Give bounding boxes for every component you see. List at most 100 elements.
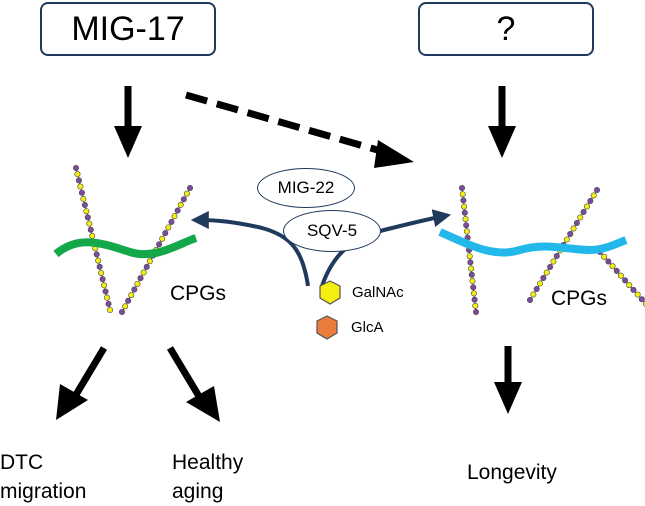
left-chain-1-bead bbox=[102, 288, 109, 295]
right-chain-1-bead bbox=[470, 284, 477, 291]
right-chain-1-bead bbox=[463, 222, 470, 229]
left-cpg-backbone bbox=[53, 234, 198, 259]
right-chain-1-bead bbox=[468, 265, 475, 272]
arrow-question-to-right-cpgs bbox=[488, 86, 516, 158]
mig22-label: MIG-22 bbox=[277, 178, 335, 197]
left-chain-1-bead bbox=[101, 282, 108, 289]
right-chain-2-bead bbox=[530, 291, 537, 298]
right-chain-2-bead bbox=[587, 198, 594, 205]
arrow-to-dtc-migration bbox=[56, 346, 108, 420]
right-chain-1-bead bbox=[471, 296, 478, 303]
right-chain-2-bead bbox=[570, 225, 577, 232]
right-chain-1-bead bbox=[469, 277, 476, 284]
right-chain-2-bead bbox=[533, 285, 540, 292]
left-chain-2-bead bbox=[146, 258, 153, 265]
left-chain-2-bead bbox=[131, 286, 138, 293]
galnac-hexagon-icon bbox=[319, 280, 341, 305]
right-chain-3-bead bbox=[617, 272, 624, 279]
left-chain-2-bead bbox=[125, 297, 132, 304]
left-chain-1-bead bbox=[83, 208, 90, 215]
enzyme-arrow-left bbox=[190, 211, 310, 287]
right-chain-1-bead bbox=[470, 290, 477, 297]
arrow-mig17-to-left-cpgs bbox=[114, 86, 142, 158]
right-chain-3-bead bbox=[630, 286, 637, 293]
dtc-migration-label: DTC migration bbox=[0, 448, 86, 506]
right-chain-2-bead bbox=[593, 187, 600, 194]
left-chain-1-bead bbox=[95, 257, 102, 264]
right-chain-2-bead bbox=[543, 269, 550, 276]
left-chain-1-bead bbox=[81, 202, 88, 209]
longevity-label: Longevity bbox=[467, 461, 557, 484]
left-chain-1-bead bbox=[89, 232, 96, 239]
left-chain-2-bead bbox=[180, 196, 187, 203]
left-chain-1-bead bbox=[104, 294, 111, 301]
dtc-line-2: migration bbox=[0, 480, 87, 503]
healthy-line-1: Healthy bbox=[172, 451, 244, 474]
right-chain-2-bead bbox=[537, 280, 544, 287]
right-chain-1-bead bbox=[463, 228, 470, 235]
glca-hexagon-icon bbox=[316, 315, 338, 340]
dtc-line-1: DTC bbox=[0, 451, 44, 474]
mig17-label: MIG-17 bbox=[71, 9, 185, 48]
right-cpgs-label: CPGs bbox=[551, 287, 608, 310]
left-chain-2-bead bbox=[171, 213, 178, 220]
left-chain-2-bead bbox=[140, 269, 147, 276]
sqv5-ellipse: SQV-5 bbox=[283, 210, 381, 252]
right-chain-2-bead bbox=[547, 263, 554, 270]
right-chain-2-bead bbox=[567, 231, 574, 238]
right-chain-3-bead bbox=[634, 291, 641, 298]
left-chain-2-bead bbox=[168, 218, 175, 225]
left-chain-1-bead bbox=[98, 269, 105, 276]
left-chain-1-bead bbox=[75, 177, 82, 184]
right-chain-1-bead bbox=[472, 308, 479, 315]
right-chain-1-bead bbox=[466, 253, 473, 260]
left-chain-2-bead bbox=[119, 308, 126, 315]
sqv5-label: SQV-5 bbox=[306, 221, 358, 240]
right-chain-2-bead bbox=[526, 296, 533, 303]
right-chain-2-bead bbox=[553, 253, 560, 260]
right-chain-1-bead bbox=[468, 271, 475, 278]
left-chain-2-bead bbox=[187, 185, 194, 192]
enzyme-arrow-right bbox=[320, 209, 452, 287]
unknown-factor-box: ? bbox=[418, 2, 594, 56]
galnac-label: GalNAc bbox=[352, 284, 404, 301]
left-chain-1-bead bbox=[87, 226, 94, 233]
left-chain-1-bead bbox=[96, 263, 103, 270]
right-chain-3-bead bbox=[609, 263, 616, 270]
right-chain-1-bead bbox=[460, 197, 467, 204]
right-cpg-backbone bbox=[438, 228, 628, 257]
glca-label: GlcA bbox=[351, 319, 384, 336]
right-chain-2-bead bbox=[577, 214, 584, 221]
healthy-line-2: aging bbox=[172, 480, 224, 503]
left-chain-1-bead bbox=[84, 214, 91, 221]
right-chain-2-bead bbox=[583, 203, 590, 210]
right-chain-3-bead bbox=[613, 267, 620, 274]
right-chain-1-bead bbox=[462, 216, 469, 223]
right-chain-2-bead bbox=[580, 209, 587, 216]
right-chain-3-bead bbox=[626, 282, 633, 289]
healthy-aging-label: Healthy aging bbox=[172, 448, 243, 506]
right-chain-1-bead bbox=[461, 209, 468, 216]
left-chain-2-bead bbox=[156, 241, 163, 248]
right-chain-3-bead bbox=[601, 253, 608, 260]
right-chain-1-bead bbox=[472, 302, 479, 309]
right-chain-2-bead bbox=[550, 258, 557, 265]
arrow-to-healthy-aging bbox=[166, 346, 220, 422]
left-chain-1-bead bbox=[77, 183, 84, 190]
left-chain-2-bead bbox=[134, 280, 141, 287]
left-cpgs-label: CPGs bbox=[170, 282, 227, 305]
left-chain-1-bead bbox=[73, 165, 80, 172]
left-chain-1-bead bbox=[99, 276, 106, 283]
left-chain-1-bead bbox=[78, 189, 85, 196]
left-chain-1-bead bbox=[74, 171, 81, 178]
left-chain-2-bead bbox=[137, 275, 144, 282]
left-chain-1-bead bbox=[80, 195, 87, 202]
right-chain-2-bead bbox=[590, 192, 597, 199]
right-chain-1-bead bbox=[459, 191, 466, 198]
right-chain-3-bead bbox=[605, 258, 612, 265]
left-chain-1-bead bbox=[105, 300, 112, 307]
left-chain-2-bead bbox=[177, 201, 184, 208]
left-chain-2-bead bbox=[128, 292, 135, 299]
right-chain-2-bead bbox=[563, 236, 570, 243]
left-chain-1-bead bbox=[93, 251, 100, 258]
